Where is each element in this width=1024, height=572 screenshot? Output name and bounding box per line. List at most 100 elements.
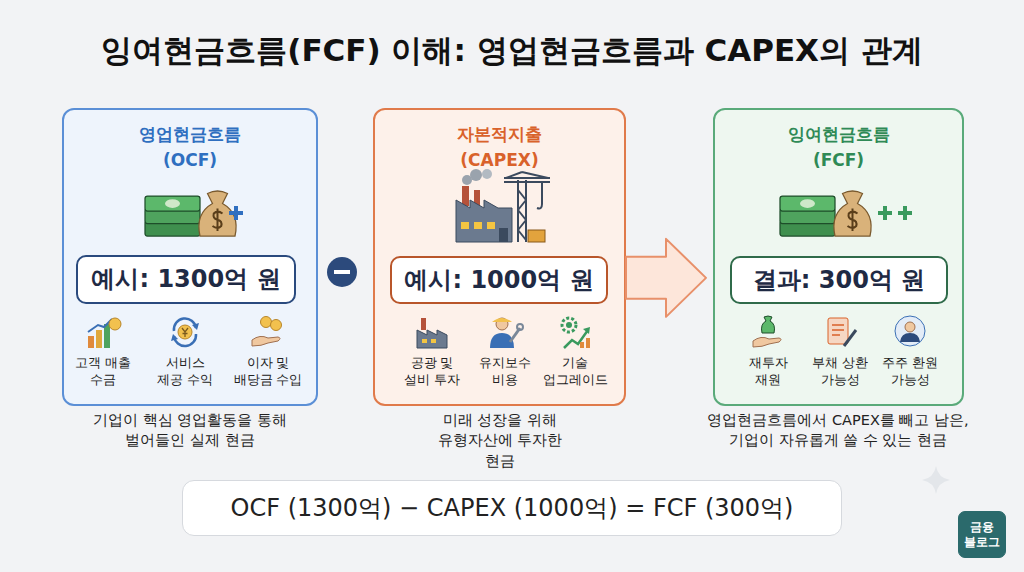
- bill: [145, 221, 200, 236]
- trend-line: [88, 319, 112, 332]
- plus-sign: [883, 206, 887, 220]
- currency-mark: [848, 209, 858, 232]
- chimney: [474, 190, 480, 206]
- coin: [109, 318, 121, 330]
- factory-body: [456, 200, 512, 242]
- description-text: 영업현금흐름에서 CAPEX를 빼고 남은, 기업이 자유롭게 쓸 수 있는 현…: [703, 410, 973, 451]
- bill-mark: [800, 199, 815, 208]
- bar: [88, 336, 94, 348]
- value-text: 예시: 1000억 원: [404, 266, 593, 295]
- crane-tower: [518, 180, 526, 242]
- formula-box: OCF (1300억) − CAPEX (1000억) = FCF (300억): [182, 480, 842, 536]
- description-text: 기업이 핵심 영업활동을 통해 벌어들인 실제 현금: [75, 410, 305, 451]
- crate: [528, 230, 545, 242]
- minus-circle: [327, 257, 357, 287]
- minus-bar: [334, 270, 350, 274]
- body: [490, 333, 514, 348]
- icon-caption: 고객 매출 수금: [72, 355, 134, 389]
- window: [487, 222, 495, 229]
- coin: [271, 320, 282, 331]
- window: [422, 339, 427, 343]
- currency-mark: [182, 328, 188, 337]
- plus-sign: [878, 211, 892, 215]
- coin: [178, 325, 192, 339]
- gear: [562, 318, 576, 332]
- gear-hub: [566, 322, 572, 328]
- bar: [586, 338, 590, 348]
- bar: [96, 330, 102, 348]
- wrench: [510, 328, 520, 342]
- money-bag: [834, 191, 871, 236]
- factory-crane-icon: [456, 169, 550, 242]
- bill: [145, 196, 200, 211]
- icon-caption: 부채 상환 가능성: [811, 355, 869, 389]
- coin: [261, 317, 272, 328]
- bill: [780, 221, 835, 236]
- capex-panel: 자본적지출 (CAPEX) 공광 및 설비 투자 유지보수 비용 기술 업그레이드 예시…: [373, 108, 626, 406]
- flow-arrow: [626, 239, 706, 317]
- income-icon: [252, 317, 282, 347]
- head: [905, 322, 915, 332]
- chimney: [462, 186, 469, 206]
- icon-caption: 이자 및 배당금 수입: [233, 355, 303, 389]
- icon-caption: 주주 환원 가능성: [881, 355, 939, 389]
- maintenance-icon: [490, 318, 523, 348]
- smoke: [470, 169, 482, 181]
- document: [828, 318, 848, 344]
- crane-hook: [537, 182, 542, 209]
- blog-badge: 금융 블로그: [958, 511, 1006, 558]
- panel-heading: 영업현금흐름 (OCF): [120, 122, 260, 173]
- suit: [900, 333, 920, 342]
- panel-heading: 자본적지출 (CAPEX): [430, 122, 570, 173]
- bill: [780, 209, 835, 224]
- arrow-head: [583, 327, 590, 334]
- bill: [145, 209, 200, 224]
- shareholder-icon: [895, 316, 925, 346]
- value-text: 결과: 300억 원: [753, 266, 925, 295]
- cycle-arrow: [174, 318, 196, 331]
- fcf-panel: 잉여현금흐름 (FCF) 재투자 재원 부채 상환 가능성 주주 환원 가능성 결과: …: [713, 108, 964, 406]
- value-text: 예시: 1300억 원: [91, 265, 280, 294]
- icon-caption: 기술 업그레이드: [542, 355, 608, 389]
- money-icon: [780, 191, 871, 236]
- money-icon: [145, 191, 236, 236]
- value-box: 예시: 1000억 원: [390, 256, 608, 304]
- description-text: 미래 성장을 위해 유형자산에 투자한 현금: [425, 410, 575, 471]
- currency-mark: [213, 209, 223, 232]
- reinvest-icon: [753, 316, 781, 347]
- badge-circle: [895, 316, 925, 346]
- icon-caption: 재투자 재원: [743, 355, 793, 389]
- plus-sign: [234, 206, 238, 220]
- head: [496, 318, 508, 330]
- plus-sign: [898, 211, 912, 215]
- service-icon: [171, 318, 199, 346]
- window: [461, 222, 469, 229]
- facility-icon: [417, 318, 447, 348]
- smoke: [462, 175, 472, 185]
- crane-jib: [504, 172, 550, 182]
- wrench-head: [517, 324, 523, 330]
- window: [474, 222, 482, 229]
- icon-caption: 공광 및 설비 투자: [402, 355, 462, 389]
- bar: [580, 342, 584, 348]
- smoke: [482, 169, 492, 179]
- diagram-title: 잉여현금흐름(FCF) 이해: 영업현금흐름과 CAPEX의 관계: [0, 30, 1024, 72]
- formula-text: OCF (1300억) − CAPEX (1000억) = FCF (300억): [231, 494, 794, 523]
- money-bag: [762, 316, 775, 333]
- panel-heading: 잉여현금흐름 (FCF): [769, 122, 909, 173]
- money-bag: [199, 191, 236, 236]
- plus-sign: [903, 206, 907, 220]
- plus-sign: [229, 211, 243, 215]
- bill: [780, 196, 835, 211]
- repayment-icon: [828, 318, 856, 346]
- ocf-panel: 영업현금흐름 (OCF) 고객 매출 수금 서비스 제공 수익 이자 및 배당금 수입…: [62, 108, 318, 406]
- icon-caption: 서비스 제공 수익: [157, 355, 213, 389]
- arrow-head: [192, 323, 199, 330]
- hand: [252, 336, 280, 346]
- result-box: 결과: 300억 원: [730, 256, 948, 304]
- sparkle: [922, 466, 950, 494]
- document-lines: [832, 325, 844, 335]
- icon-caption: 유지보수 비용: [478, 355, 532, 389]
- badge-text: 금융 블로그: [959, 520, 1005, 549]
- trend-line: [564, 330, 588, 348]
